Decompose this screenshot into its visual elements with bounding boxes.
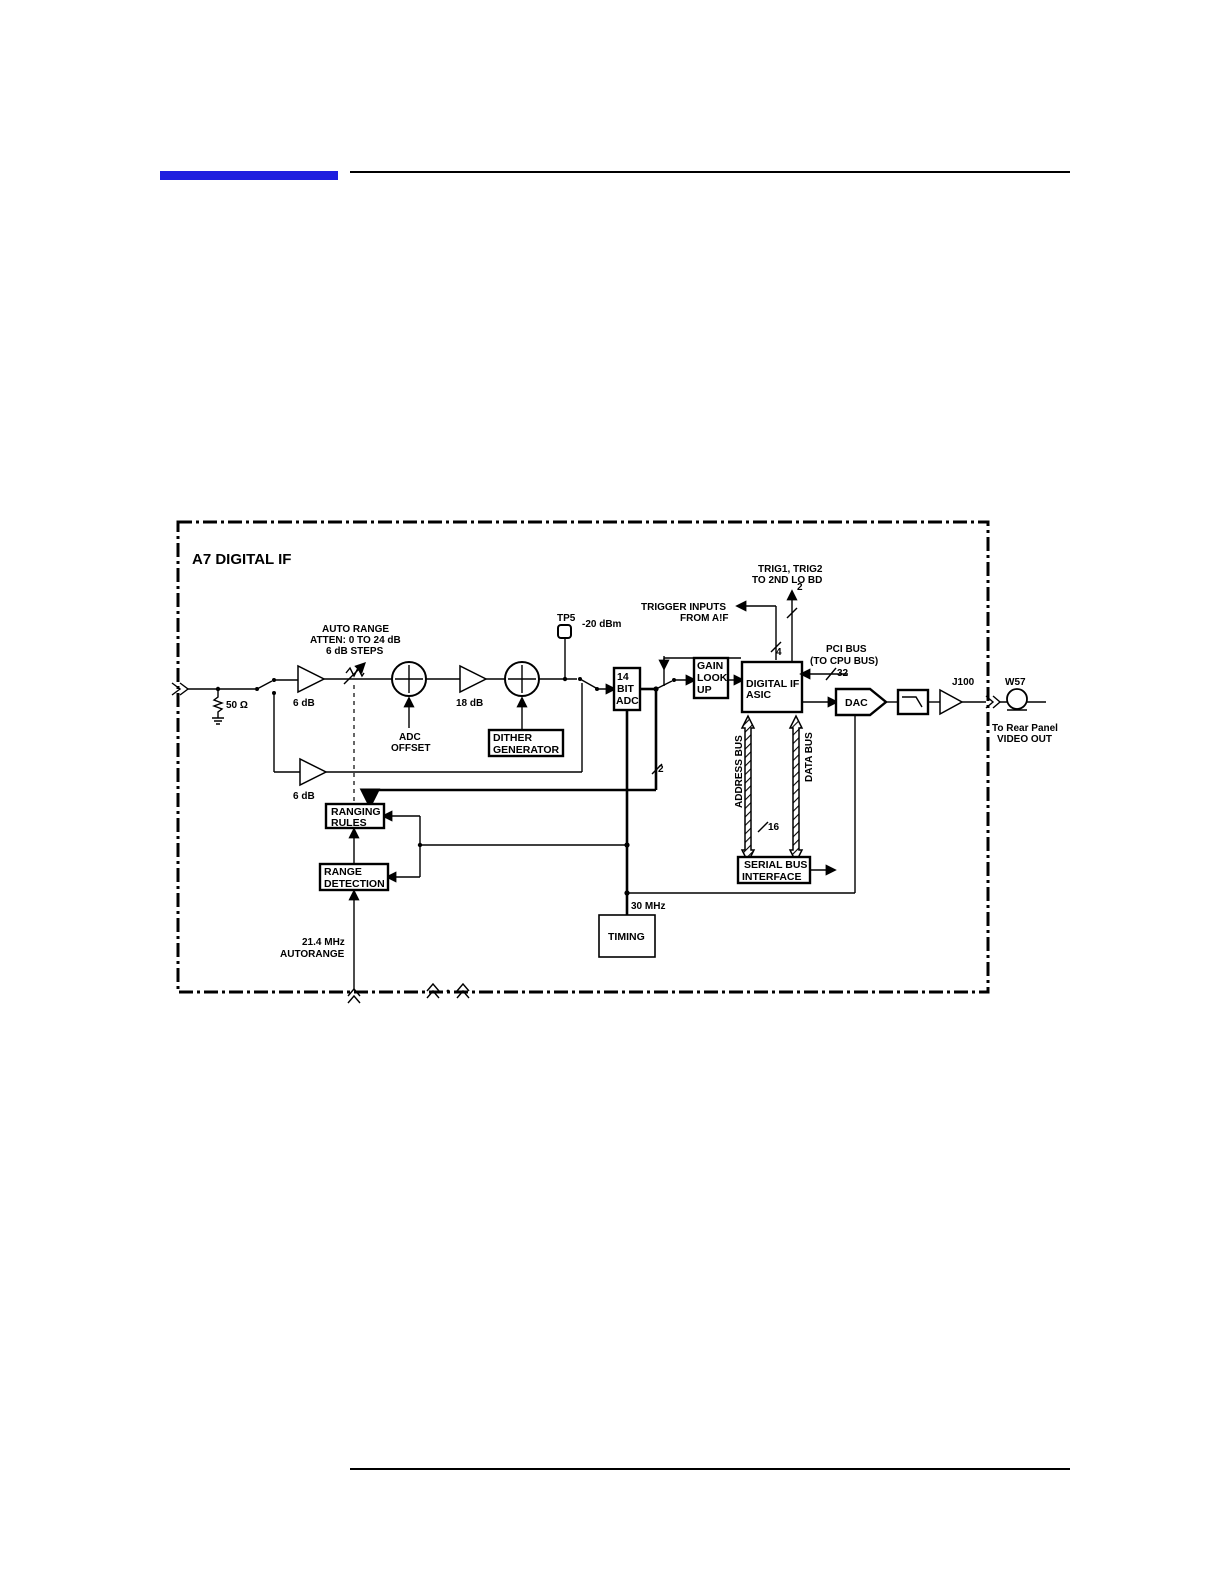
dac-block (834, 687, 888, 717)
label-trig1-trig2: TRIG1, TRIG2 (758, 564, 823, 575)
label-atten-steps: 6 dB STEPS (326, 646, 384, 657)
label-address-bus: ADDRESS BUS (734, 735, 745, 808)
dac-label: DAC (845, 697, 868, 709)
header-rule (350, 171, 1070, 173)
label-width-4: 4 (776, 647, 782, 658)
label-autorange: AUTORANGE (280, 949, 345, 960)
bottom-connector-2-icon (456, 982, 470, 999)
serial-label-1: SERIAL BUS (744, 859, 807, 871)
label-j100: J100 (952, 677, 975, 688)
adc-label-2: BIT (617, 683, 635, 695)
diagram-title: A7 DIGITAL IF (192, 551, 291, 568)
footer-rule (350, 1468, 1070, 1470)
ranging-label-1: RANGING (331, 806, 381, 818)
label-width-2-trig: 2 (797, 582, 803, 593)
label-21-4mhz: 21.4 MHz (302, 937, 345, 948)
label-width-16: 16 (768, 822, 780, 833)
timing-label: TIMING (608, 931, 645, 943)
ranging-label-2: RULES (331, 817, 367, 829)
variable-attenuator-icon (345, 666, 365, 678)
label-30mhz: 30 MHz (631, 901, 665, 912)
label-minus20dbm: -20 dBm (582, 619, 622, 630)
address-bus-arrow (740, 714, 756, 864)
label-atten-range: ATTEN: 0 TO 24 dB (310, 635, 401, 646)
label-to-2nd-lo-bd: TO 2ND LO BD (752, 575, 822, 586)
gain-lookup-label-2: LOOK (697, 672, 728, 684)
label-gain-6db-bottom: 6 dB (293, 791, 315, 802)
label-gain-18db: 18 dB (456, 698, 483, 709)
label-w57: W57 (1005, 677, 1026, 688)
amplifier-18db-icon (459, 664, 488, 694)
label-tp5: TP5 (557, 613, 576, 624)
output-buffer-amplifier-icon (939, 688, 964, 716)
digital-if-asic-block (740, 660, 804, 714)
asic-label-1: DIGITAL IF (746, 678, 800, 690)
label-auto-range: AUTO RANGE (322, 624, 389, 635)
ground-icon (212, 717, 224, 725)
serial-bus-interface-block (736, 855, 812, 885)
label-width-32: 32 (837, 668, 849, 679)
label-trigger-inputs: TRIGGER INPUTS (641, 602, 726, 613)
label-to-rear-panel: To Rear Panel (992, 723, 1058, 734)
j100-connector-icon (985, 695, 1002, 709)
gain-lookup-label-1: GAIN (697, 660, 723, 672)
bottom-connector-1-icon (426, 982, 440, 999)
label-data-bus: DATA BUS (804, 732, 815, 782)
dither-generator-block (487, 728, 565, 758)
label-gain-6db-top: 6 dB (293, 698, 315, 709)
w57-cable-icon (1006, 688, 1028, 710)
header-accent-bar (160, 171, 338, 180)
switch-2-icon (579, 678, 597, 689)
label-to-cpu-bus: (TO CPU BUS) (810, 656, 878, 667)
timing-block (598, 914, 656, 958)
data-bus-arrow (788, 714, 804, 864)
amplifier-6db-top-icon (297, 664, 326, 694)
range-detection-block (318, 862, 390, 892)
test-point-tp5-icon (557, 624, 572, 639)
amplifier-6db-bottom-icon (299, 757, 328, 787)
adc-14bit-block (612, 666, 642, 712)
switch-1-icon (256, 680, 273, 690)
adc-label-3: ADC (616, 695, 639, 707)
lowpass-filter-block (896, 688, 930, 716)
range-det-label-1: RANGE (324, 866, 362, 878)
dither-label-1: DITHER (493, 732, 533, 744)
serial-label-2: INTERFACE (742, 871, 802, 883)
adc-label-1: 14 (617, 671, 629, 683)
range-det-label-2: DETECTION (324, 878, 385, 890)
autorange-connector-icon (347, 987, 361, 1004)
label-offset: OFFSET (391, 743, 430, 754)
gain-lookup-label-3: UP (697, 684, 712, 696)
label-width-2-adc: 2 (658, 764, 664, 775)
label-50-ohm: 50 Ω (226, 700, 248, 711)
gain-lookup-block (692, 656, 730, 700)
input-connector-icon (171, 682, 190, 696)
label-from-a1f: FROM A!F (680, 613, 729, 624)
dither-label-2: GENERATOR (493, 744, 560, 756)
lowpass-filter-icon (902, 696, 923, 708)
board-outline (176, 520, 990, 994)
label-video-out: VIDEO OUT (997, 734, 1052, 745)
resistor-50-ohm-icon (212, 689, 224, 718)
label-pci-bus: PCI BUS (826, 644, 867, 655)
label-adc: ADC (399, 732, 421, 743)
asic-label-2: ASIC (746, 689, 772, 701)
